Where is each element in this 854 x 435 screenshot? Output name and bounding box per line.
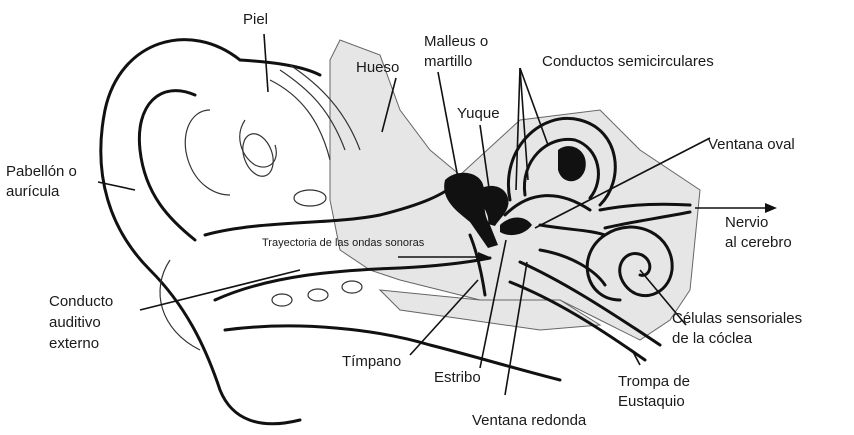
label-conducto-auditivo: Conducto auditivo externo — [49, 293, 117, 352]
label-ventana-redonda: Ventana redonda — [472, 412, 587, 429]
label-hueso: Hueso — [356, 59, 399, 76]
label-yuque: Yuque — [457, 105, 500, 122]
label-piel: Piel — [243, 11, 268, 28]
label-estribo: Estribo — [434, 369, 481, 386]
label-conductos-semicirculares: Conductos semicirculares — [542, 53, 714, 70]
label-ventana-oval: Ventana oval — [708, 136, 795, 153]
label-malleus: Malleus o martillo — [424, 33, 492, 70]
label-trayectoria: Trayectoria de las ondas sonoras — [262, 237, 425, 249]
nerve-arrow — [695, 203, 777, 213]
label-trompa-eustaquio: Trompa de Eustaquio — [618, 373, 694, 410]
label-timpano: Tímpano — [342, 353, 401, 370]
outer-ear — [101, 40, 300, 424]
label-nervio: Nervio al cerebro — [725, 214, 792, 251]
label-celulas-sensoriales: Células sensoriales de la cóclea — [672, 310, 806, 347]
label-pabellon: Pabellón o aurícula — [6, 163, 81, 200]
